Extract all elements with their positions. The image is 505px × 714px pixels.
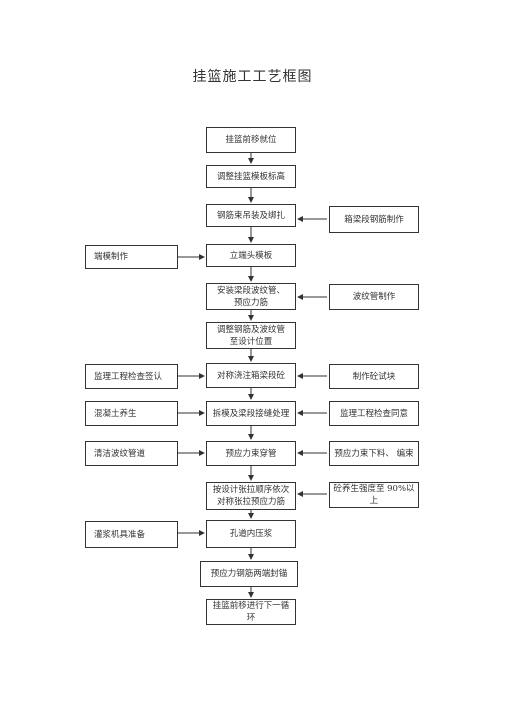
step-next-cycle: 挂篮前移进行下一循环	[206, 599, 296, 625]
step-pour-concrete: 对称浇注箱梁段砼	[206, 363, 296, 388]
step-end-formwork: 立端头模板	[206, 244, 296, 267]
right-supervision-approval: 监理工程检查同意	[329, 401, 419, 426]
step-thread-tendons: 预应力束穿管	[206, 441, 296, 466]
left-concrete-curing: 混凝土养生	[85, 401, 178, 426]
step-adjust-rebar-ducts: 调整钢筋及波纹管 至设计位置	[206, 322, 296, 349]
step-remove-formwork: 拆模及梁段接缝处理	[206, 401, 296, 426]
step-adjust-formwork-elevation: 调整挂篮模板标高	[206, 165, 296, 188]
step-move-basket: 挂篮前移就位	[206, 127, 296, 153]
left-end-form-fabrication: 端模制作	[85, 245, 178, 269]
left-clean-ducts: 清洁波纹管道	[85, 441, 178, 466]
right-tendon-cutting: 预应力束下料、 编束	[329, 441, 419, 466]
step-rebar-hoisting: 钢筋束吊装及绑扎	[206, 204, 296, 227]
step-grouting: 孔道内压浆	[206, 520, 296, 548]
step-install-ducts: 安装梁段波纹管、 预应力筋	[206, 283, 296, 310]
right-test-specimens: 制作砼试块	[329, 364, 419, 389]
step-anchor-sealing: 预应力钢筋两端封锚	[200, 561, 298, 587]
step-tensioning: 按设计张拉顺序依次 对称张拉预应力筋	[206, 482, 296, 510]
right-rebar-fabrication: 箱梁段钢筋制作	[329, 206, 419, 233]
left-grouting-equipment: 灌浆机具准备	[85, 521, 178, 548]
left-supervision-signoff: 监理工程检查签认	[85, 364, 178, 389]
right-duct-fabrication: 波纹管制作	[329, 284, 419, 310]
right-curing-strength: 砼养生强度至 90%以上	[329, 482, 419, 508]
diagram-title: 挂篮施工工艺框图	[192, 69, 313, 85]
